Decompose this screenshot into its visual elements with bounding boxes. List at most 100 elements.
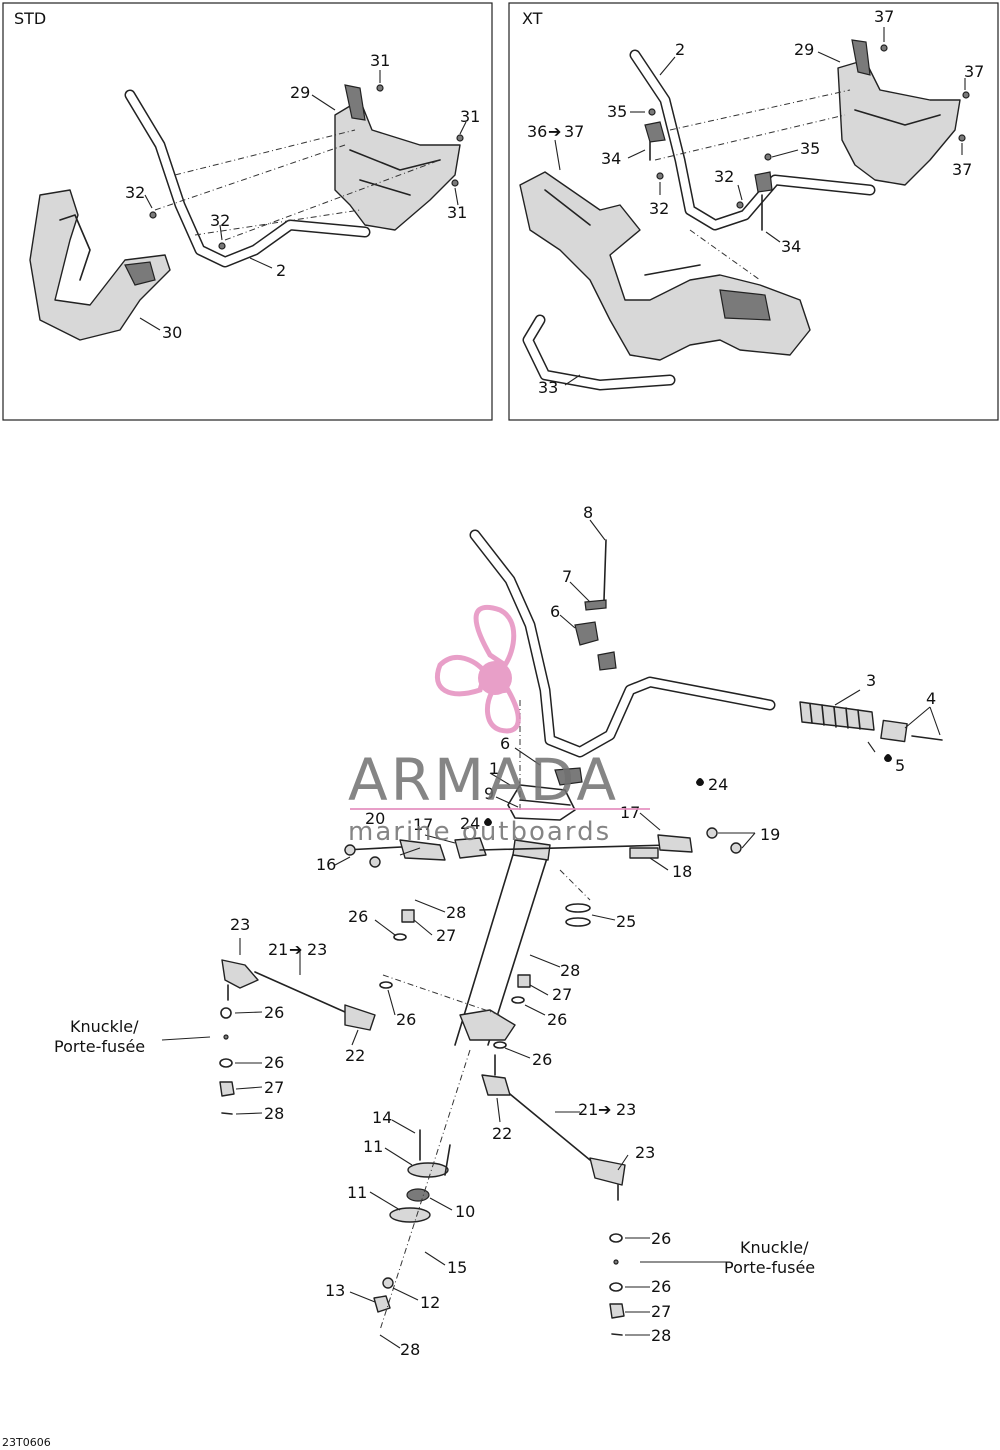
washer-12 [382,1277,394,1289]
std-label-31a: 31 [370,51,390,70]
label-28e: 28 [400,1340,420,1359]
label-28d: 28 [651,1326,671,1345]
std-panel-title: STD [14,9,46,28]
xt-label-37b: 37 [964,62,984,81]
washer-25a [565,903,591,913]
label-24b: 24 [460,814,480,833]
label-7: 7 [562,567,572,586]
label-27d: 27 [651,1302,671,1321]
label-21b-to: 23 [616,1100,636,1119]
std-handlebar [124,89,371,268]
label-23b: 23 [635,1143,655,1162]
label-18: 18 [672,862,692,881]
label-21a-arrow: ➔ [289,940,302,959]
label-20: 20 [365,809,385,828]
xt-panel-title: XT [522,9,543,28]
label-26i: 26 [651,1277,671,1296]
propeller-logo-icon [435,604,521,734]
label-22a: 22 [345,1046,365,1065]
std-label-30: 30 [162,323,182,342]
label-22b: 22 [492,1124,512,1143]
main-handlebar [469,529,776,758]
xt-label-35a: 35 [607,102,627,121]
std-panel-frame [2,2,493,421]
xt-panel: XT [508,2,999,421]
clamp-6-upper-b [597,651,617,671]
label-11a: 11 [363,1137,383,1156]
knuckle-right-line2: Porte-fusée [724,1258,815,1277]
xt-label-29: 29 [794,40,814,59]
std-label-29: 29 [290,83,310,102]
label-28a: 28 [446,903,466,922]
bearing-stack [389,1129,451,1223]
xt-label-37c: 37 [952,160,972,179]
xt-bracket-29 [837,39,961,186]
label-26e: 26 [264,1053,284,1072]
label-21b-arrow: ➔ [598,1100,611,1119]
label-3: 3 [866,671,876,690]
xt-label-36: 36 [527,122,547,141]
tie-rod-right [481,1054,626,1201]
std-label-31b: 31 [460,107,480,126]
knuckle-left-line1: Knuckle/ [70,1017,139,1036]
label-1: 1 [489,759,499,778]
grip-3 [799,701,875,731]
label-27a: 27 [436,926,456,945]
end-cap-4 [880,719,943,743]
label-17a: 17 [413,815,433,834]
label-6b: 6 [500,734,510,753]
watermark-tagline: marine outboards [348,817,611,847]
label-13: 13 [325,1281,345,1300]
lubricant-drop-icon [884,754,892,762]
xt-panel-frame [508,2,999,421]
xt-label-32a: 32 [714,167,734,186]
plate-7 [584,599,607,611]
clamp-6-lower [554,767,583,786]
label-28b: 28 [560,961,580,980]
xt-label-36-to: 37 [564,122,584,141]
std-label-32b: 32 [210,211,230,230]
label-10: 10 [455,1202,475,1221]
label-27b: 27 [552,985,572,1004]
armada-watermark: ARMADA marine outboards [348,604,650,847]
label-26b: 26 [547,1010,567,1029]
xt-label-2: 2 [675,40,685,59]
label-26f: 26 [532,1050,552,1069]
label-21a: 21 [268,940,288,959]
watermark-brand: ARMADA [348,746,619,814]
nut-13 [373,1295,391,1313]
std-label-2: 2 [276,261,286,280]
std-label-32a: 32 [125,183,145,202]
label-21a-to: 23 [307,940,327,959]
xt-label-32b: 32 [649,199,669,218]
label-21b: 21 [578,1100,598,1119]
label-14: 14 [372,1108,392,1127]
knuckle-right-line1: Knuckle/ [740,1238,809,1257]
std-bracket-29 [334,84,461,231]
label-19: 19 [760,825,780,844]
xt-label-33: 33 [538,378,558,397]
lubricant-drop-icon [484,818,492,826]
xt-label-37a: 37 [874,7,894,26]
label-5: 5 [895,756,905,775]
washer-25b [565,917,591,927]
label-12: 12 [420,1293,440,1312]
label-26d: 26 [396,1010,416,1029]
label-15: 15 [447,1258,467,1277]
label-4: 4 [926,689,936,708]
lubricant-drop-icon [696,778,704,786]
label-6a: 6 [550,602,560,621]
label-28c: 28 [264,1104,284,1123]
xt-label-36-arrow: ➔ [548,122,561,141]
label-25: 25 [616,912,636,931]
xt-handlebar [629,49,876,231]
label-17b: 17 [620,803,640,822]
clamp-6-upper [574,621,599,646]
label-27c: 27 [264,1078,284,1097]
label-8: 8 [583,503,593,522]
label-16: 16 [316,855,336,874]
main-assembly: 8 7 6 3 4 5 6 1 24 9 20 17 24 17 19 16 1… [54,503,943,1359]
label-26a: 26 [348,907,368,926]
std-panel: STD [2,2,493,421]
